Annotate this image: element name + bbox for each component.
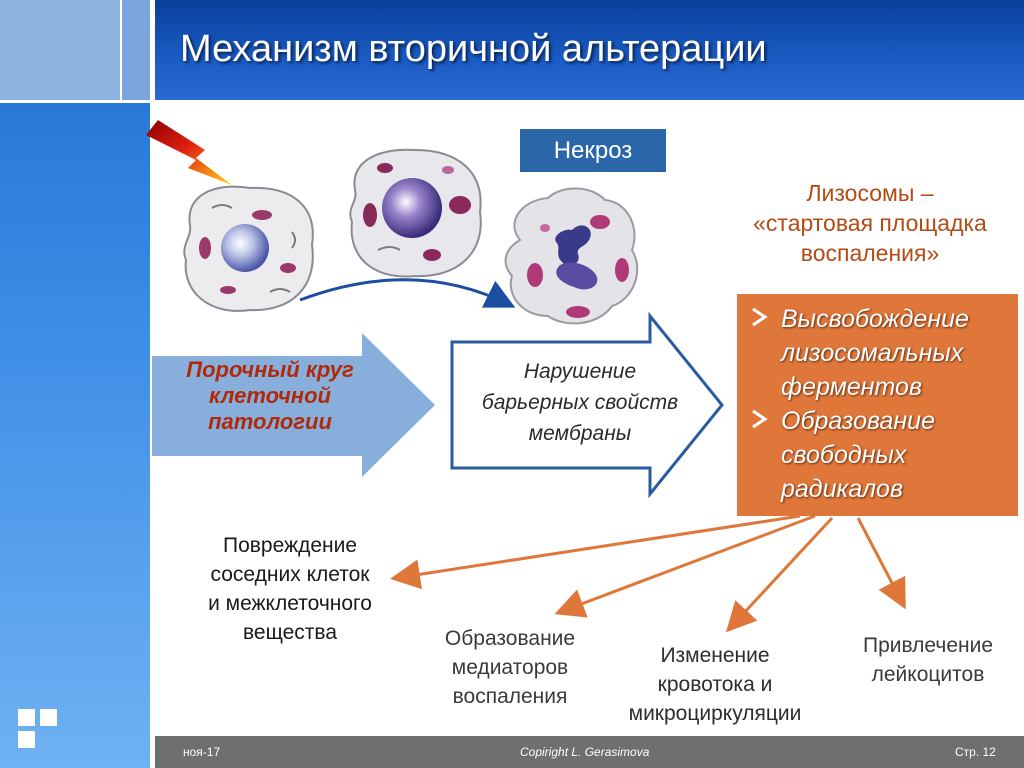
mechanism-line: Образование (781, 407, 935, 435)
sidebar-top-inner-block (0, 0, 122, 100)
membrane-line: Нарушение (523, 360, 637, 383)
membrane-line: мембраны (528, 422, 632, 445)
necrosis-label: Некроз (520, 129, 666, 172)
lysosomes-caption: Лизосомы – «стартовая площадка воспалени… (720, 178, 1020, 268)
consequence-line: кровотока и (657, 673, 773, 696)
consequence-line: и межклеточного (208, 592, 372, 615)
consequence-line: Изменение (660, 644, 770, 667)
mechanisms-box: Высвобождение лизосомальных ферментов Об… (737, 294, 1018, 516)
consequence-line: соседних клеток (210, 563, 370, 586)
consequence-neighbor-damage: Повреждение соседних клеток и межклеточн… (180, 531, 400, 647)
header-divider (0, 100, 1024, 103)
consequence-mediators: Образование медиаторов воспаления (410, 624, 610, 711)
mechanism-line: радикалов (781, 475, 904, 503)
membrane-line: барьерных свойств (481, 391, 679, 414)
vicious-circle-arrow (152, 333, 435, 477)
mechanism-line: свободных (781, 441, 907, 469)
lysosomes-line: Лизосомы – (806, 180, 934, 206)
footer-date: ноя-17 (183, 745, 221, 759)
mechanism-item: Высвобождение лизосомальных ферментов (751, 302, 1011, 404)
lightning-bolt-icon (146, 120, 232, 185)
mechanism-line: ферментов (781, 373, 922, 401)
vicious-circle-line: Порочный круг (186, 357, 354, 382)
footer-page-number: Стр. 12 (955, 745, 996, 759)
consequence-line: медиаторов (451, 656, 569, 679)
consequence-line: микроциркуляции (628, 702, 802, 725)
sidebar-panel (0, 0, 150, 768)
necrotic-cell-image (504, 187, 639, 325)
footer-copyright: Copiright L. Gerasimova (520, 745, 650, 759)
square-logo-icon (18, 709, 62, 753)
vicious-circle-line: клеточной (209, 383, 331, 408)
mechanism-line: лизосомальных (781, 339, 964, 367)
vicious-circle-label: Порочный круг клеточной патологии (160, 357, 380, 435)
progression-arrow (299, 278, 516, 308)
consequence-line: лейкоцитов (871, 663, 985, 686)
header-bar (155, 0, 1024, 100)
normal-cell-image (183, 185, 314, 312)
lysosomes-line: «стартовая площадка (753, 210, 987, 236)
consequence-leukocytes: Привлечение лейкоцитов (838, 631, 1018, 689)
lysosomes-line: воспаления» (800, 240, 940, 266)
mechanism-line: Высвобождение (781, 305, 969, 333)
bullet-arrow-icon (751, 404, 769, 438)
consequence-arrows (390, 514, 906, 633)
membrane-arrow (450, 311, 724, 499)
footer-bar: ноя-17 Copiright L. Gerasimova Стр. 12 (155, 736, 1024, 768)
consequence-line: воспаления (452, 685, 568, 708)
slide-title: Механизм вторичной альтерации (180, 28, 767, 70)
bullet-arrow-icon (751, 302, 769, 336)
consequence-line: Привлечение (862, 634, 994, 657)
vicious-circle-line: патологии (208, 409, 332, 434)
consequence-bloodflow: Изменение кровотока и микроциркуляции (600, 641, 830, 728)
consequence-line: Образование (444, 627, 576, 650)
membrane-barrier-label: Нарушение барьерных свойств мембраны (455, 356, 705, 449)
consequence-line: вещества (242, 621, 338, 644)
consequence-line: Повреждение (222, 534, 358, 557)
swelling-cell-image (349, 148, 482, 278)
mechanism-item: Образование свободных радикалов (751, 404, 1011, 506)
